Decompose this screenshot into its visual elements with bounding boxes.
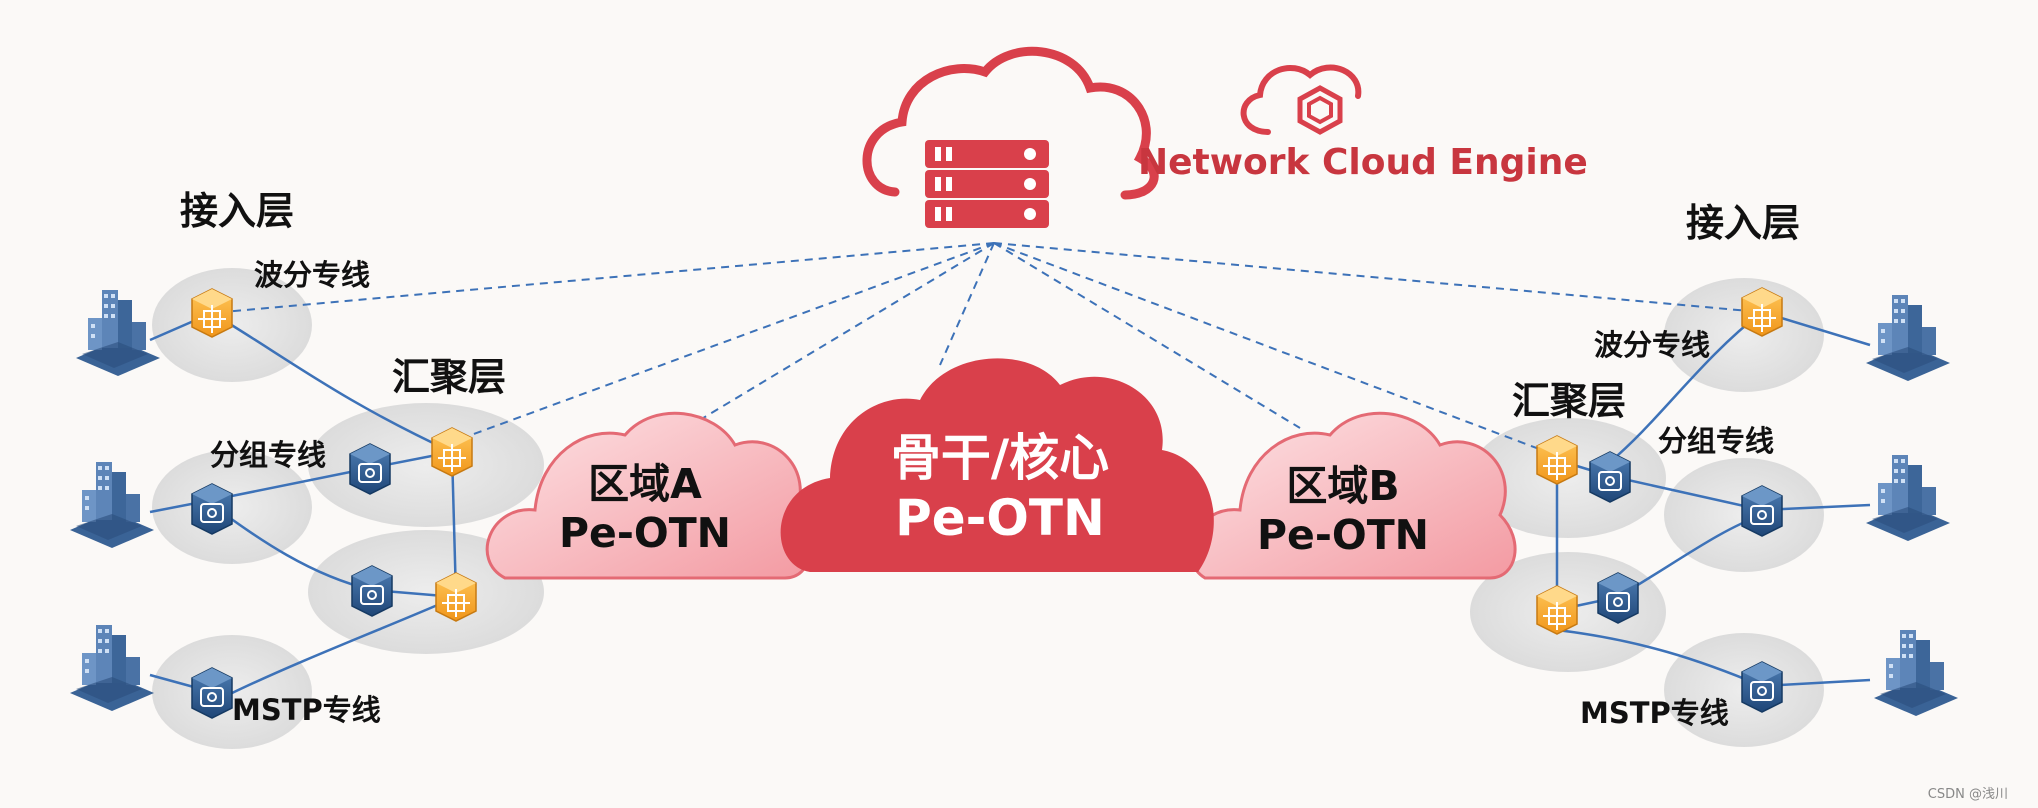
left-agg-wdm-device-icon-2: [435, 572, 477, 622]
left-aggregation-layer-label: 汇聚层: [392, 355, 507, 399]
building-icon: [1866, 295, 1950, 381]
building-icon: [70, 625, 154, 711]
left-agg-wdm-device-icon: [431, 427, 473, 477]
right-agg-wdm-device-icon-2: [1536, 585, 1578, 635]
cloud-hexagon-logo-icon: [1240, 64, 1362, 135]
core-cloud-line1: 骨干/核心: [890, 429, 1110, 487]
building-icon: [70, 462, 154, 548]
right-agg-packet-device-icon-2: [1597, 572, 1639, 624]
region-a-line2: Pe-OTN: [558, 509, 731, 558]
left-packet-line-label: 分组专线: [210, 438, 327, 472]
left-aggregation-rings: [308, 403, 544, 654]
region-a-line1: 区域A: [588, 460, 702, 508]
nce-label: Network Cloud Engine: [1138, 142, 1588, 183]
right-agg-wdm-device-icon: [1536, 435, 1578, 485]
region-b-cloud-label: 区域B Pe-OTN: [1228, 462, 1458, 560]
right-agg-packet-device-icon: [1589, 451, 1631, 503]
nce-cloud-server-icon: [862, 46, 1159, 228]
right-access-wdm-device-icon: [1741, 287, 1783, 337]
left-access-wdm-device-icon: [191, 288, 233, 338]
left-wavelength-line-label: 波分专线: [254, 258, 371, 292]
region-b-line1: 区域B: [1286, 462, 1400, 510]
right-access-layer-label: 接入层: [1686, 201, 1801, 245]
building-icon: [1866, 455, 1950, 541]
core-cloud-label: 骨干/核心 Pe-OTN: [860, 428, 1140, 548]
core-cloud-line2: Pe-OTN: [895, 489, 1105, 547]
building-icon: [76, 290, 160, 376]
building-icon: [1874, 630, 1958, 716]
region-a-cloud-label: 区域A Pe-OTN: [530, 460, 760, 558]
left-agg-packet-device-icon: [349, 443, 391, 495]
watermark: CSDN @浅川: [1927, 787, 2008, 802]
right-mstp-packet-device-icon: [1741, 661, 1783, 713]
region-b-cloud: [1189, 411, 1517, 580]
right-wavelength-line-label: 波分专线: [1594, 328, 1711, 362]
right-mstp-line-label: MSTP专线: [1580, 696, 1729, 730]
core-cloud: [780, 358, 1214, 572]
left-access-layer-label: 接入层: [180, 189, 295, 233]
right-packet-line-label: 分组专线: [1658, 424, 1775, 458]
left-mstp-packet-device-icon: [191, 667, 233, 719]
left-access-packet-device-icon: [191, 483, 233, 535]
right-access-packet-device-icon: [1741, 485, 1783, 537]
nce-management-links: [211, 242, 1761, 456]
region-b-line2: Pe-OTN: [1256, 511, 1429, 560]
left-agg-packet-device-icon-2: [351, 565, 393, 617]
right-aggregation-layer-label: 汇聚层: [1512, 379, 1627, 423]
left-mstp-line-label: MSTP专线: [232, 693, 381, 727]
